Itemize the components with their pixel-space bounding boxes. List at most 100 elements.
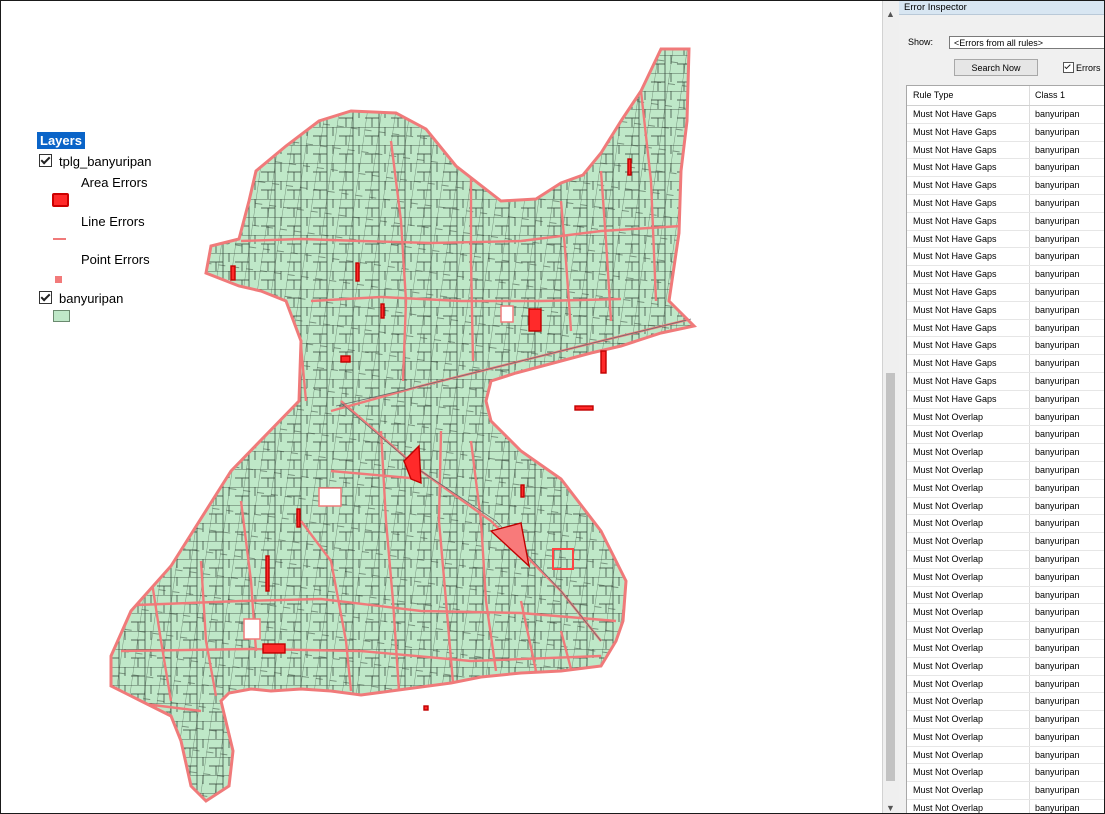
cell-class-1: banyuripan: [1035, 518, 1080, 529]
cell-rule-type: Must Not Have Gaps: [913, 197, 997, 208]
column-header-class-1[interactable]: Class 1: [1035, 90, 1066, 100]
column-header-rule-type[interactable]: Rule Type: [913, 90, 954, 100]
cell-class-1: banyuripan: [1035, 269, 1080, 280]
cell-class-1: banyuripan: [1035, 589, 1080, 600]
cell-class-1: banyuripan: [1035, 375, 1080, 386]
cell-rule-type: Must Not Have Gaps: [913, 144, 997, 155]
cell-rule-type: Must Not Have Gaps: [913, 375, 997, 386]
cell-class-1: banyuripan: [1035, 731, 1080, 742]
feature-layer-checkbox[interactable]: [39, 291, 52, 304]
parcel-map[interactable]: [1, 1, 881, 813]
cell-rule-type: Must Not Overlap: [913, 767, 984, 778]
cell-rule-type: Must Not Overlap: [913, 607, 984, 618]
map-view[interactable]: Layers tplg_banyuripan Area Errors Line …: [1, 1, 881, 813]
cell-class-1: banyuripan: [1035, 625, 1080, 636]
error-table[interactable]: Rule Type Class 1 Must Not Have Gaps bany…: [906, 85, 1104, 813]
legend-feature-layer[interactable]: banyuripan: [39, 291, 123, 306]
table-row[interactable]: Must Not Overlap banyuripan: [907, 622, 1104, 640]
scroll-up-icon[interactable]: ▲: [886, 9, 895, 19]
cell-class-1: banyuripan: [1035, 322, 1080, 333]
cell-class-1: banyuripan: [1035, 340, 1080, 351]
show-dropdown[interactable]: <Errors from all rules>: [949, 36, 1104, 49]
cell-class-1: banyuripan: [1035, 714, 1080, 725]
cell-rule-type: Must Not Overlap: [913, 678, 984, 689]
cell-class-1: banyuripan: [1035, 803, 1080, 813]
cell-class-1: banyuripan: [1035, 286, 1080, 297]
table-row[interactable]: Must Not Have Gaps banyuripan: [907, 373, 1104, 391]
cell-rule-type: Must Not Have Gaps: [913, 233, 997, 244]
map-scrollbar[interactable]: ▲ ▼: [882, 1, 899, 813]
topology-layer-checkbox[interactable]: [39, 154, 52, 167]
cell-rule-type: Must Not Overlap: [913, 411, 984, 422]
area-errors[interactable]: [230, 158, 632, 711]
cell-class-1: banyuripan: [1035, 126, 1080, 137]
legend-line-errors-label: Line Errors: [81, 214, 145, 229]
legend-point-errors-label: Point Errors: [81, 252, 150, 267]
scroll-down-icon[interactable]: ▼: [886, 803, 895, 813]
table-row[interactable]: Must Not Overlap banyuripan: [907, 658, 1104, 676]
cell-rule-type: Must Not Overlap: [913, 553, 984, 564]
errors-check-icon[interactable]: [1063, 62, 1074, 73]
cell-rule-type: Must Not Overlap: [913, 749, 984, 760]
cell-class-1: banyuripan: [1035, 251, 1080, 262]
cell-rule-type: Must Not Have Gaps: [913, 109, 997, 119]
show-label: Show:: [908, 37, 934, 47]
table-row[interactable]: Must Not Have Gaps banyuripan: [907, 195, 1104, 213]
cell-rule-type: Must Not Overlap: [913, 482, 984, 493]
parcel-fill: [111, 49, 694, 801]
cell-class-1: banyuripan: [1035, 660, 1080, 671]
scrollbar-thumb[interactable]: [886, 373, 895, 781]
cell-rule-type: Must Not Overlap: [913, 429, 984, 440]
cell-rule-type: Must Not Have Gaps: [913, 286, 997, 297]
table-row[interactable]: Must Not Have Gaps banyuripan: [907, 284, 1104, 302]
errors-checkbox[interactable]: Errors: [1063, 62, 1101, 73]
cell-rule-type: Must Not Overlap: [913, 660, 984, 671]
cell-rule-type: Must Not Overlap: [913, 536, 984, 547]
legend-topology-layer[interactable]: tplg_banyuripan: [39, 154, 152, 169]
search-now-button[interactable]: Search Now: [954, 59, 1038, 76]
cell-rule-type: Must Not Overlap: [913, 625, 984, 636]
legend-area-errors-label: Area Errors: [81, 175, 148, 190]
area-error-symbol: [52, 193, 69, 207]
cell-class-1: banyuripan: [1035, 500, 1080, 511]
column-divider: [1029, 86, 1030, 813]
cell-class-1: banyuripan: [1035, 571, 1080, 582]
feature-layer-label: banyuripan: [59, 291, 124, 306]
cell-class-1: banyuripan: [1035, 197, 1080, 208]
